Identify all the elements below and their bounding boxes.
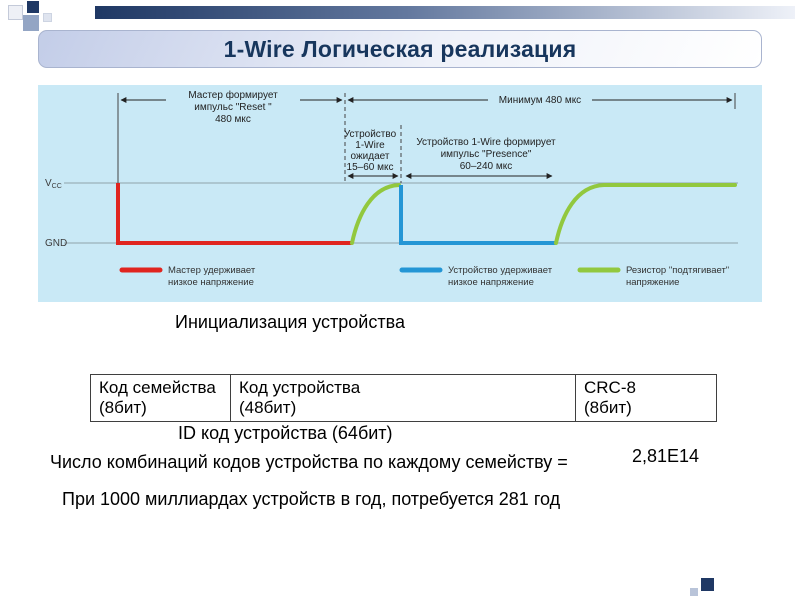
caption-id-code: ID код устройства (64бит) <box>178 423 393 443</box>
pullup-rise-2 <box>554 183 737 245</box>
caption-initialization: Инициализация устройства <box>175 312 405 332</box>
caption-combinations: Число комбинаций кодов устройства по каж… <box>50 452 568 472</box>
slide-title-box: 1-Wire Логическая реализация <box>38 30 762 68</box>
wait-annotation: 1-Wire <box>355 140 385 151</box>
vcc-label: VCC <box>45 178 62 190</box>
reset-annotation: 480 мкс <box>215 114 251 125</box>
timing-diagram: Мастер формирует импульс "Reset " 480 мк… <box>45 87 738 288</box>
presence-annotation: 60–240 мкс <box>460 161 513 172</box>
table-cell-crc: CRC-8 (8бит) <box>575 374 717 422</box>
legend-label: Мастер удерживает <box>168 265 256 276</box>
deco-square <box>23 15 39 31</box>
deco-square <box>701 578 714 591</box>
slide-title: 1-Wire Логическая реализация <box>223 35 577 62</box>
legend-label: напряжение <box>626 277 679 288</box>
table-row: Код семейства (8бит) Код устройства (48б… <box>90 374 717 422</box>
combinations-value: 2,81E14 <box>632 446 700 466</box>
pullup-rise-1 <box>350 183 401 245</box>
cell-line: Код семейства <box>99 378 216 397</box>
wait-annotation: 15–60 мкс <box>347 162 394 173</box>
top-gradient-bar <box>95 6 795 19</box>
deco-square <box>27 1 39 13</box>
reset-annotation-bg <box>166 87 300 131</box>
table-cell-device-code: Код устройства (48бит) <box>230 374 576 422</box>
master-reset-pulse <box>116 183 352 245</box>
deco-square <box>690 588 698 596</box>
cell-line: (48бит) <box>239 398 297 417</box>
cell-line: (8бит) <box>99 398 147 417</box>
reset-annotation: импульс "Reset " <box>194 102 272 113</box>
legend-label: Резистор "подтягивает" <box>626 265 729 276</box>
legend-label: низкое напряжение <box>168 277 254 288</box>
legend-label: Устройство удерживает <box>448 265 553 276</box>
minimum-annotation-bg <box>488 92 592 107</box>
device-presence-pulse <box>399 185 556 245</box>
timing-diagram-panel: Мастер формирует импульс "Reset " 480 мк… <box>38 85 762 302</box>
wait-annotation: ожидает <box>351 151 390 162</box>
reset-annotation: Мастер формирует <box>188 89 278 101</box>
deco-square <box>8 5 23 20</box>
presence-annotation: импульс "Presence" <box>441 149 532 160</box>
presence-annotation: Устройство 1-Wire формирует <box>416 136 556 148</box>
gnd-label: GND <box>45 238 67 249</box>
deco-square <box>43 13 52 22</box>
id-code-table: Код семейства (8бит) Код устройства (48б… <box>90 374 717 422</box>
wait-annotation: Устройство <box>344 129 397 140</box>
cell-line: (8бит) <box>584 398 632 417</box>
table-cell-family-code: Код семейства (8бит) <box>90 374 231 422</box>
minimum-annotation: Минимум 480 мкс <box>499 95 581 106</box>
caption-years-note: При 1000 миллиардах устройств в год, пот… <box>62 489 561 509</box>
cell-line: Код устройства <box>239 378 361 397</box>
cell-line: CRC-8 <box>584 378 636 397</box>
legend-label: низкое напряжение <box>448 277 534 288</box>
